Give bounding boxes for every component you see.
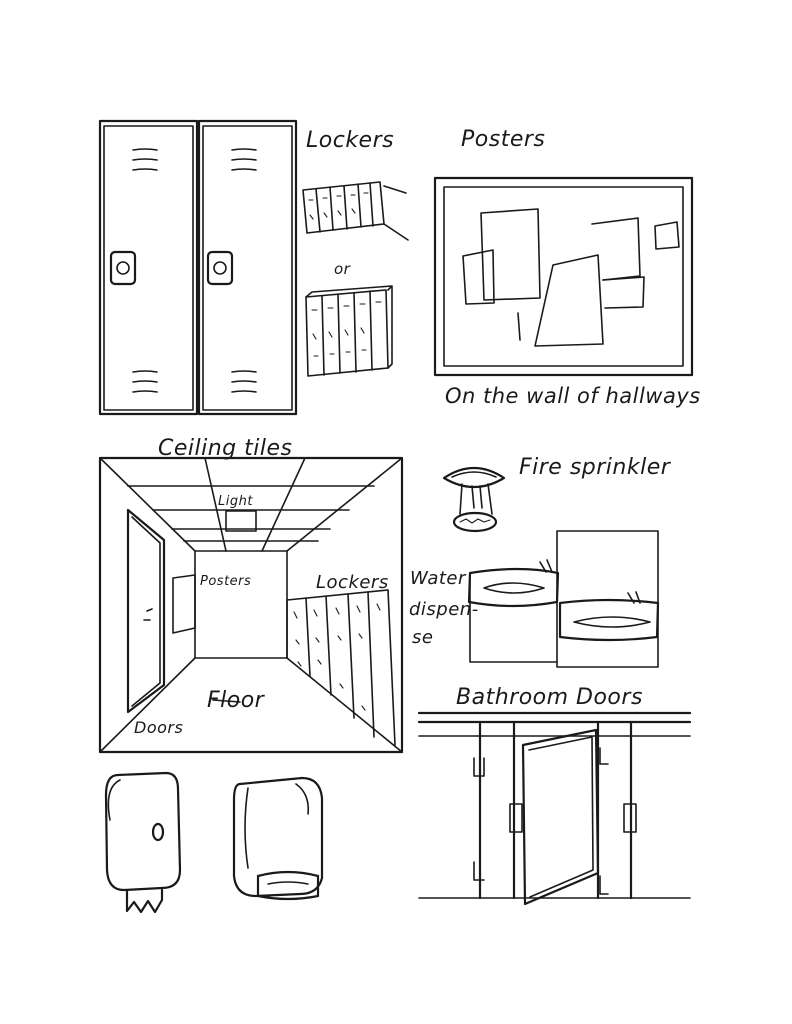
ceiling-tiles-label: Ceiling tiles [158, 436, 293, 461]
floor-label: Floor [207, 688, 265, 713]
lockers-label: Lockers [306, 128, 395, 153]
fire-sprinkler-drawing [442, 467, 506, 533]
or-label: or [334, 260, 351, 278]
water-dispenser-label-1: Water [410, 568, 466, 589]
small-lockers-drawing-1 [302, 181, 409, 241]
tall-lockers-drawing [98, 119, 298, 416]
toilet-paper-dispenser-drawing [104, 771, 182, 914]
doors-label: Doors [134, 718, 184, 737]
water-dispenser-label-3: se [412, 627, 434, 648]
water-dispenser-label-2: dispen- [409, 599, 479, 620]
bathroom-doors-label: Bathroom Doors [456, 685, 643, 710]
wall-caption: On the wall of hallways [445, 384, 701, 408]
small-lockers-drawing-2 [305, 285, 393, 377]
hall-posters-label: Posters [200, 574, 252, 589]
water-dispenser-drawing [467, 530, 660, 668]
hallway-drawing [98, 456, 404, 754]
poster-board-drawing [433, 176, 694, 377]
fire-sprinkler-label: Fire sprinkler [519, 455, 671, 480]
posters-label: Posters [461, 127, 546, 152]
hall-lockers-label: Lockers [316, 572, 389, 593]
bathroom-doors-drawing [417, 711, 692, 906]
light-label: Light [218, 494, 253, 509]
paper-towel-dispenser-drawing [232, 776, 324, 901]
